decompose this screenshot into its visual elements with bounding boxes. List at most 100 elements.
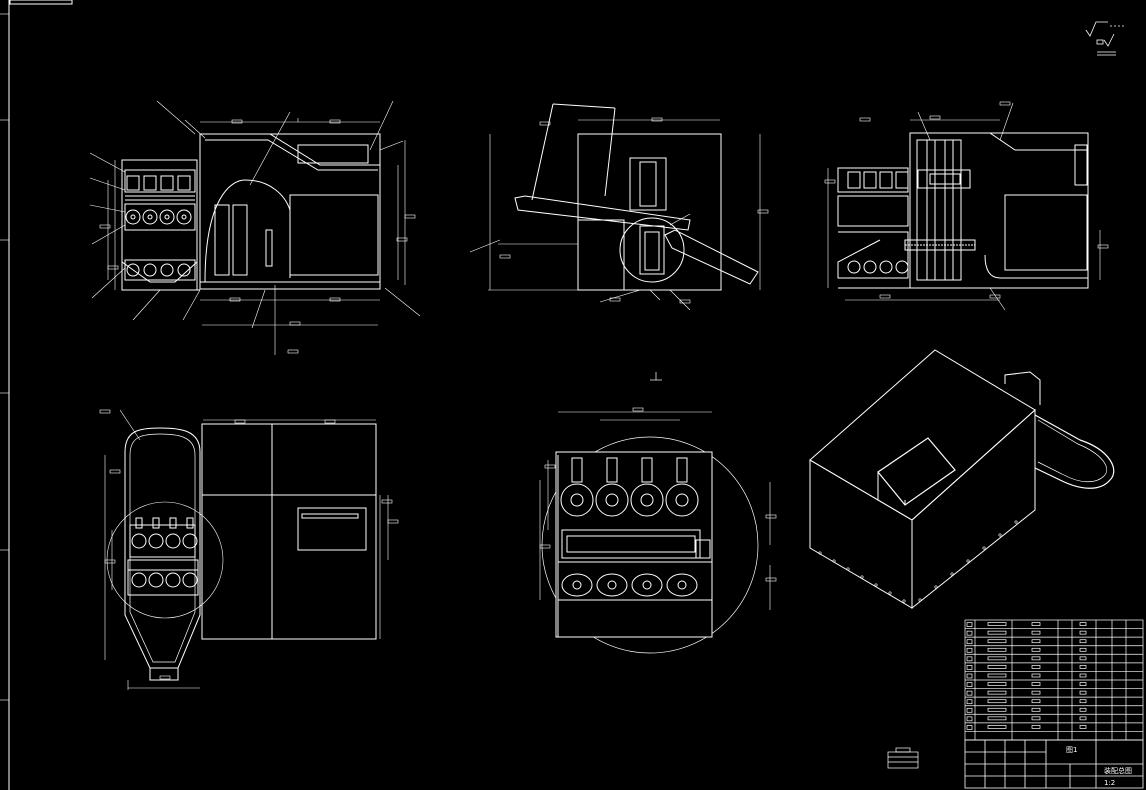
middle-section-view <box>469 103 761 311</box>
row-name <box>987 690 1007 695</box>
dimension-value <box>99 409 111 414</box>
roll-holder <box>186 517 194 529</box>
roll-circle <box>847 260 861 274</box>
roll-circle <box>596 573 628 597</box>
title-line-1: 装配总图 <box>1104 766 1132 775</box>
row-name <box>987 682 1007 686</box>
detail-view <box>539 411 771 654</box>
row-number <box>966 725 973 730</box>
roll-holder <box>676 457 688 483</box>
title-line-2: 1:2 <box>1104 779 1115 787</box>
row-number <box>966 639 973 645</box>
row-code <box>1031 647 1041 652</box>
bolt-icon <box>934 585 938 589</box>
dimension-value <box>757 209 769 214</box>
dimension-value <box>324 419 336 424</box>
row-number <box>966 699 973 705</box>
row-name <box>987 673 1007 678</box>
row-qty <box>1079 725 1087 729</box>
row-qty <box>1079 630 1087 635</box>
roll-holder <box>571 457 583 483</box>
roll-circle <box>159 209 175 225</box>
row-qty <box>1079 707 1087 712</box>
row-number <box>966 690 973 696</box>
dimension-value <box>651 117 663 122</box>
top-view <box>104 409 389 690</box>
row-qty <box>1079 682 1087 686</box>
row-code <box>1031 656 1041 661</box>
row-name <box>987 630 1007 635</box>
roll-holder <box>895 171 909 189</box>
row-number <box>966 630 973 636</box>
roll-circle <box>148 572 164 588</box>
row-code <box>1031 699 1041 704</box>
dimension-value <box>879 294 891 299</box>
bolt-icon <box>998 533 1002 537</box>
front-section-view <box>89 100 421 355</box>
dimension-value <box>404 214 416 219</box>
roll-circle <box>182 572 198 588</box>
row-name <box>987 725 1007 729</box>
row-code <box>1031 673 1041 678</box>
row-number <box>966 665 973 670</box>
dimension-value <box>329 119 341 124</box>
dimension-value <box>1097 244 1109 249</box>
roll-holder <box>177 175 191 191</box>
row-number <box>966 673 973 679</box>
bolt-icon <box>874 583 878 587</box>
roll-circle <box>160 263 174 277</box>
dimension-value <box>159 675 171 680</box>
dimension-value <box>104 559 116 564</box>
dimension-value <box>229 297 241 302</box>
roll-circle <box>666 573 698 597</box>
row-name <box>987 699 1007 704</box>
section-marker <box>650 372 662 381</box>
roll-hub <box>164 214 170 220</box>
row-name <box>987 665 1007 669</box>
row-name <box>987 707 1007 712</box>
roll-holder <box>135 517 143 529</box>
roll-circle <box>125 209 141 225</box>
bolt-icon <box>832 559 836 563</box>
dimension-value <box>765 577 777 582</box>
bolt-icon <box>1014 520 1018 524</box>
roll-holder <box>641 457 653 483</box>
row-qty <box>1079 656 1087 661</box>
side-section-view <box>827 102 1101 311</box>
roll-circle <box>165 572 181 588</box>
roll-holder <box>879 171 893 189</box>
roll-circle <box>560 483 594 517</box>
dimension-value <box>287 349 299 354</box>
isometric-view <box>809 349 1115 610</box>
row-qty <box>1079 647 1087 652</box>
dimension-value <box>329 297 341 302</box>
roll-circle <box>176 209 192 225</box>
roll-circle <box>182 533 198 549</box>
row-qty <box>1079 690 1087 695</box>
row-name <box>987 656 1007 661</box>
bolt-icon <box>982 546 986 550</box>
title-caption: 图1 <box>1066 746 1077 754</box>
row-code <box>1031 725 1041 729</box>
roll-holder <box>169 517 177 529</box>
dimension-value <box>109 469 121 474</box>
row-code <box>1031 707 1041 712</box>
roll-hub <box>147 214 153 220</box>
dimension-value <box>99 224 111 229</box>
roll-holder <box>160 175 174 191</box>
row-name <box>987 622 1007 626</box>
dimension-value <box>544 464 556 469</box>
bolt-icon <box>902 599 906 603</box>
roll-circle <box>131 572 147 588</box>
dimension-value <box>609 297 621 302</box>
roll-circle <box>595 483 629 517</box>
stamp-box <box>887 747 919 769</box>
row-qty <box>1079 665 1087 669</box>
bolt-icon <box>860 575 864 579</box>
roll-circle <box>561 573 593 597</box>
roll-hub <box>675 493 689 507</box>
roll-hub <box>640 493 654 507</box>
dimension-value <box>234 419 246 424</box>
row-code <box>1031 630 1041 635</box>
